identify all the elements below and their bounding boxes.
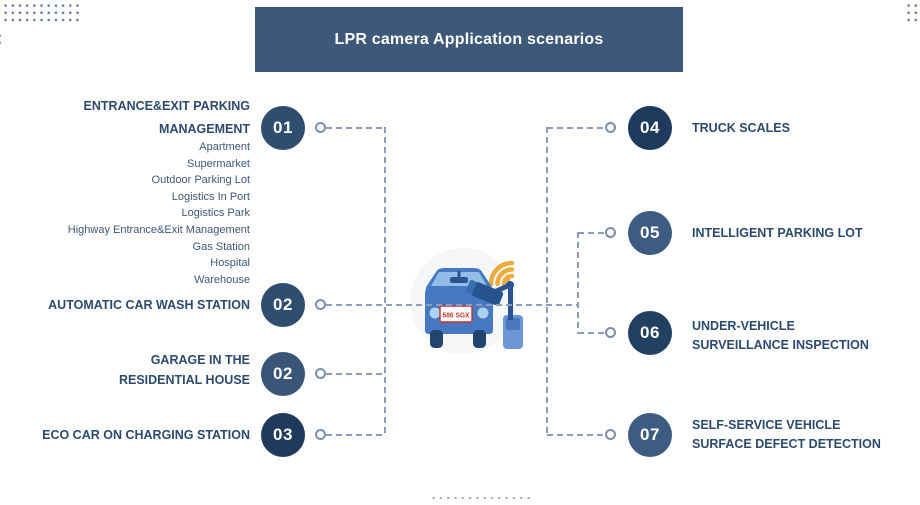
lpr-camera-icon [465, 280, 504, 306]
connector-line [578, 332, 606, 334]
mirror-stem [457, 271, 461, 278]
headlight-left [429, 307, 441, 319]
mirror-icon [450, 277, 468, 283]
car-illustration: 586 SGX [392, 246, 538, 354]
sublist-item: Highway Entrance&Exit Management [67, 223, 250, 236]
sublist-item: Logistics In Port [171, 190, 250, 203]
scenario-05-circle: 05 [628, 211, 672, 255]
scenario-02b-label: GARAGE IN THE RESIDENTIAL HOUSE [118, 353, 250, 387]
scenario-06-circle: 06 [628, 311, 672, 355]
scenario-01-circle: 01 [261, 106, 305, 150]
sublist-item: Gas Station [192, 240, 250, 253]
scenario-06-label: UNDER-VEHICLE SURVEILLANCE INSPECTION [692, 319, 869, 352]
sublist-item: Apartment [199, 141, 250, 153]
sublist-item: Logistics Park [181, 207, 250, 220]
connector-line [577, 232, 579, 334]
sublist-item: Supermarket [187, 157, 250, 170]
connector-ring [315, 368, 326, 379]
car-icon: 586 SGX [410, 248, 523, 354]
connector-ring [315, 429, 326, 440]
connector-line [326, 304, 579, 306]
sublist-item: Outdoor Parking Lot [151, 174, 250, 187]
scenario-07-label: SELF-SERVICE VEHICLE SURFACE DEFECT DETE… [692, 418, 881, 451]
wifi-dot [504, 276, 511, 283]
scenario-02-label: AUTOMATIC CAR WASH STATION [48, 298, 250, 312]
sublist-item: Warehouse [194, 273, 250, 286]
connector-line [326, 127, 386, 129]
dots-pattern-top-right [905, 2, 920, 23]
connector-ring [315, 299, 326, 310]
connector-line [547, 434, 606, 436]
scenario-04-label: TRUCK SCALES [692, 121, 790, 135]
scenario-03-circle: 03 [261, 413, 305, 457]
connector-ring [605, 122, 616, 133]
scenario-05-label: INTELLIGENT PARKING LOT [692, 226, 863, 240]
dots-pattern-left-edge [0, 32, 4, 47]
camera-joint [506, 281, 514, 289]
scenario-02-circle: 02 [261, 283, 305, 327]
dots-pattern-bottom [430, 496, 531, 500]
connector-line [384, 127, 386, 435]
page-title: LPR camera Application scenarios [334, 30, 604, 48]
camera-pole [508, 282, 513, 320]
headlight-right [477, 307, 489, 319]
sublist-item: Hospital [210, 257, 250, 270]
connector-ring [605, 327, 616, 338]
connector-line [326, 434, 386, 436]
connector-line [578, 232, 606, 234]
wheel-left [430, 330, 443, 348]
scenario-07-circle: 07 [628, 413, 672, 457]
connector-ring [605, 227, 616, 238]
connector-line [547, 127, 606, 129]
connector-ring [315, 122, 326, 133]
scenario-01-sublist: Apartment Supermarket Outdoor Parking Lo… [0, 139, 250, 288]
license-plate [439, 305, 473, 323]
wheel-right [473, 330, 486, 348]
scenario-01-label: ENTRANCE&EXIT PARKING MANAGEMENT [83, 99, 250, 136]
dots-pattern-top-left [2, 2, 81, 23]
connector-ring [605, 429, 616, 440]
camera-base-panel [506, 318, 520, 330]
title-banner: LPR camera Application scenarios [255, 7, 683, 72]
connector-line [546, 127, 548, 435]
scenario-04-circle: 04 [628, 106, 672, 150]
scenario-03-label: ECO CAR ON CHARGING STATION [42, 428, 250, 442]
connector-line [326, 373, 386, 375]
license-plate-text: 586 SGX [443, 313, 470, 320]
scenario-02b-circle: 02 [261, 352, 305, 396]
